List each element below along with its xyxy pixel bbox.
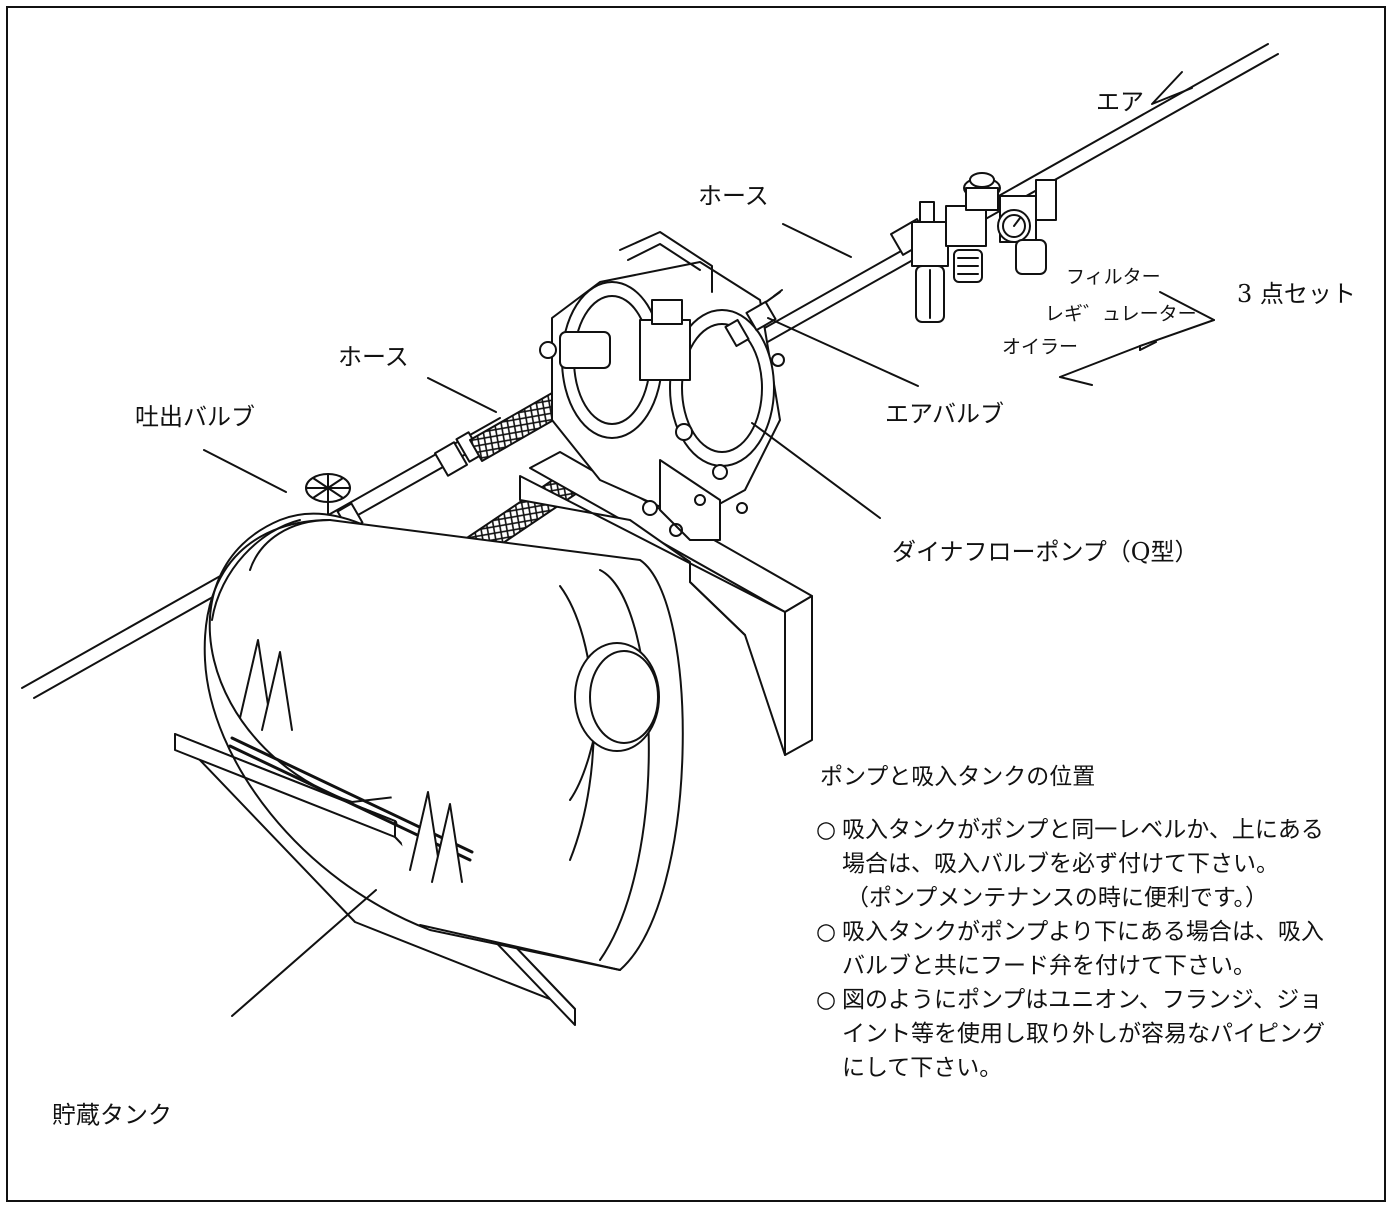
- note-item: 図のようにポンプはユニオン、フランジ、ジョイント等を使用し取り外しが容易なパイピ…: [816, 983, 1336, 1085]
- pipe-union: [433, 431, 483, 477]
- storage-tank-icon: [174, 512, 684, 1026]
- note-subtext: （ポンプメンテナンスの時に便利です。）: [846, 885, 1269, 911]
- label-storage-tank: 貯蔵タンク: [52, 1101, 172, 1129]
- notes-title: ポンプと吸入タンクの位置: [820, 764, 1096, 790]
- note-item: 吸入タンクがポンプと同一レベルか、上にある場合は、吸入バルブを必ず付けて下さい。…: [816, 813, 1336, 915]
- label-hose-upper: ホース: [698, 182, 769, 210]
- air-flow-arrow: [1151, 71, 1193, 105]
- label-hose-left: ホース: [338, 343, 409, 371]
- note-text: 吸入タンクがポンプより下にある場合は、吸入バルブと共にフード弁を付けて下さい。: [842, 919, 1324, 979]
- note-text: 吸入タンクがポンプと同一レベルか、上にある場合は、吸入バルブを必ず付けて下さい。: [842, 817, 1324, 877]
- frl-unit-icon: [890, 172, 1057, 323]
- label-discharge-valve: 吐出バルブ: [135, 403, 255, 431]
- pump-body-icon: [539, 231, 785, 541]
- air-valve-icon: [724, 289, 783, 348]
- label-air-valve: エアバルブ: [885, 400, 1005, 428]
- label-pump: ダイナフローポンプ（Q型）: [892, 538, 1199, 566]
- label-air: エア: [1096, 88, 1144, 116]
- note-text: 図のようにポンプはユニオン、フランジ、ジョイント等を使用し取り外しが容易なパイピ…: [842, 987, 1325, 1081]
- label-oiler: オイラー: [1002, 336, 1079, 358]
- notes-list: 吸入タンクがポンプと同一レベルか、上にある場合は、吸入バルブを必ず付けて下さい。…: [816, 813, 1336, 1085]
- label-filter: フィルター: [1066, 266, 1161, 288]
- leader-lines: [203, 223, 1215, 1017]
- note-item: 吸入タンクがポンプより下にある場合は、吸入バルブと共にフード弁を付けて下さい。: [816, 915, 1336, 983]
- label-regulator: レギ゛ュレーター: [1045, 303, 1197, 325]
- diagram-frame: [6, 6, 1386, 1202]
- label-three-point-set: 3 点セット: [1237, 280, 1356, 308]
